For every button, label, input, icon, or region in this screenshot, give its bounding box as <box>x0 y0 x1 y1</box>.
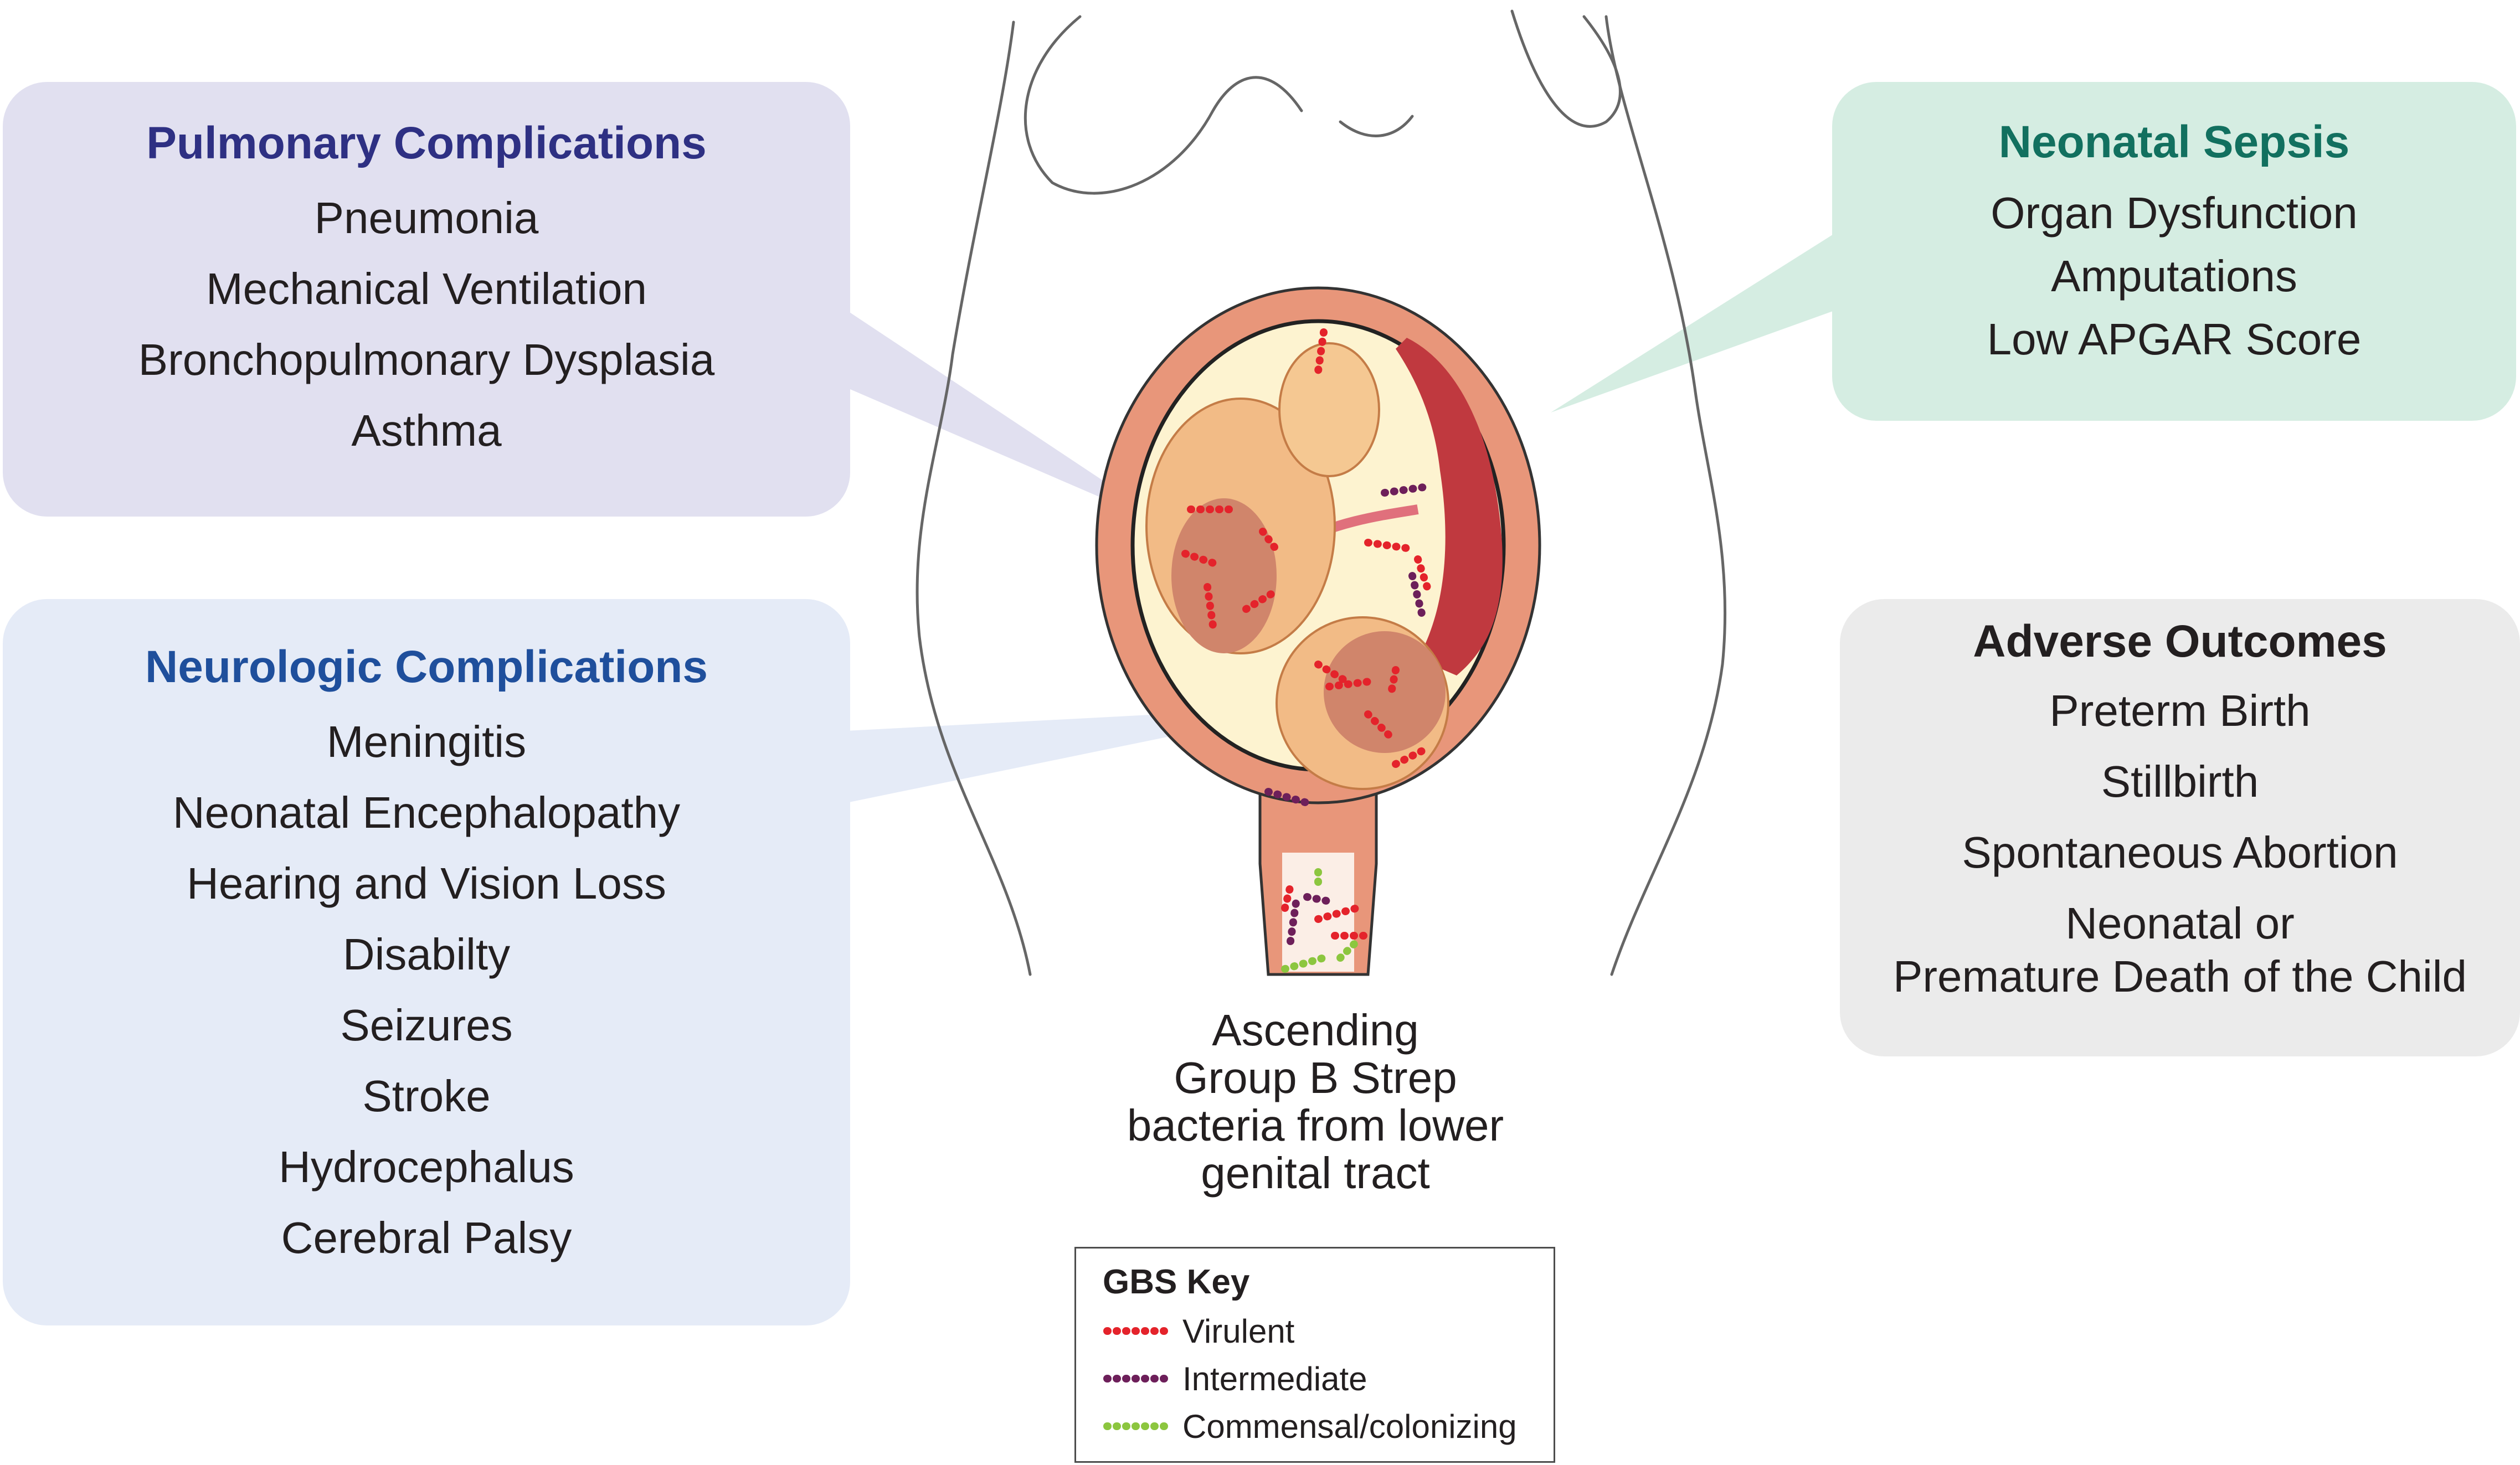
fetus-arm <box>1278 342 1380 477</box>
neurologic-item: Seizures <box>340 1000 513 1050</box>
neurologic-title: Neurologic Complications <box>145 642 708 692</box>
neurologic-item: Disabilty <box>342 930 511 979</box>
virulent-swatch <box>1103 1327 1174 1335</box>
adverse-item: Stillbirth <box>2101 757 2259 806</box>
adverse-item-line: Premature Death of the Child <box>1892 952 2467 1001</box>
pulmonary-item: Mechanical Ventilation <box>205 264 647 313</box>
neonatal-sepsis-box: Neonatal Sepsis Organ Dysfunction Amputa… <box>1832 82 2516 421</box>
pulmonary-item: Pneumonia <box>314 193 539 243</box>
caption-line: Group B Strep <box>1174 1053 1457 1102</box>
adverse-item-line: Neonatal or <box>2065 899 2295 948</box>
vaginal-canal <box>1282 853 1354 972</box>
key-title: GBS Key <box>1103 1263 1250 1301</box>
caption-line: genital tract <box>1201 1148 1430 1198</box>
neurologic-item: Stroke <box>362 1071 491 1121</box>
intermediate-swatch <box>1103 1375 1174 1383</box>
neurologic-item: Neonatal Encephalopathy <box>172 788 681 837</box>
gbs-key-legend: GBS Key Virulent Intermediate Commensal/… <box>1074 1247 1555 1463</box>
adverse-title: Adverse Outcomes <box>1973 616 2387 667</box>
key-entry-intermediate: Intermediate <box>1103 1355 1554 1402</box>
uterus <box>1095 286 1541 976</box>
placenta <box>1396 338 1503 675</box>
sepsis-item: Amputations <box>2051 251 2297 301</box>
sepsis-callout-pointer <box>1551 233 1836 412</box>
neurologic-complications-box: Neurologic Complications Meningitis Neon… <box>3 599 850 1325</box>
fetus-lungs <box>1171 498 1277 653</box>
neurologic-item: Hydrocephalus <box>279 1142 574 1191</box>
caption-line: Ascending <box>1212 1005 1419 1055</box>
pulmonary-item: Bronchopulmonary Dysplasia <box>138 335 715 384</box>
key-label: Virulent <box>1182 1312 1295 1350</box>
neurologic-item: Cerebral Palsy <box>281 1213 572 1262</box>
gbs-bacteria <box>1181 328 1433 973</box>
pulmonary-complications-box: Pulmonary Complications Pneumonia Mechan… <box>3 82 850 517</box>
body-outline <box>916 9 1727 976</box>
sepsis-title: Neonatal Sepsis <box>1998 117 2350 167</box>
adverse-item: Preterm Birth <box>2049 686 2311 735</box>
adverse-item-multiline: Neonatal or Premature Death of the Child <box>1893 897 2467 1003</box>
adverse-outcomes-box: Adverse Outcomes Preterm Birth Stillbirt… <box>1840 599 2520 1056</box>
ascending-gbs-caption: Ascending Group B Strep bacteria from lo… <box>1052 1007 1578 1197</box>
pulmonary-title: Pulmonary Complications <box>146 118 707 168</box>
sepsis-item: Low APGAR Score <box>1987 314 2362 364</box>
neurologic-item: Meningitis <box>326 717 527 766</box>
commensal-swatch <box>1103 1422 1174 1430</box>
key-label: Commensal/colonizing <box>1182 1407 1517 1445</box>
fetus-brain <box>1324 631 1446 753</box>
adverse-item: Spontaneous Abortion <box>1962 828 2398 877</box>
caption-line: bacteria from lower <box>1127 1101 1504 1150</box>
key-label: Intermediate <box>1182 1360 1367 1397</box>
sepsis-item: Organ Dysfunction <box>1991 188 2358 238</box>
key-entry-commensal: Commensal/colonizing <box>1103 1402 1554 1450</box>
neurologic-item: Hearing and Vision Loss <box>187 859 666 908</box>
key-entry-virulent: Virulent <box>1103 1307 1554 1355</box>
pulmonary-item: Asthma <box>351 406 502 455</box>
pulmonary-callout-pointer <box>846 310 1180 532</box>
